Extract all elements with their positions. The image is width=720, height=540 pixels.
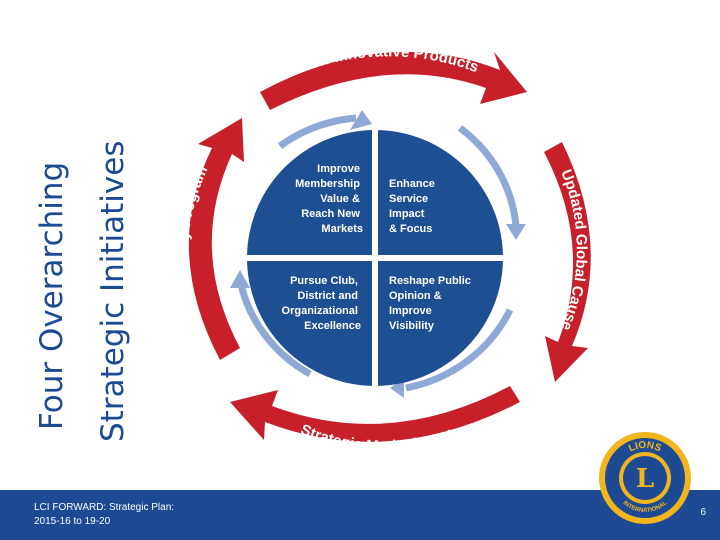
quadrant-circle xyxy=(247,130,503,386)
arrow-top xyxy=(260,51,527,110)
footer-text: LCI FORWARD: Strategic Plan: 2015-16 to … xyxy=(34,501,234,529)
cycle-diagram: Improve Membership Value & Reach New Mar… xyxy=(175,43,591,455)
arrow-left xyxy=(188,118,244,360)
ring-arrow-right xyxy=(457,125,520,227)
ring-arrow-left xyxy=(236,279,312,378)
logo-text-top: LIONS xyxy=(627,440,663,455)
title-line-1: Four Overarching xyxy=(34,162,70,430)
slide-title: Four Overarching Strategic Initiatives xyxy=(34,141,131,443)
ring-arrow-bottom xyxy=(405,308,514,392)
arrow-right xyxy=(544,142,591,382)
page-number: 6 xyxy=(700,507,706,518)
logo-letter: L xyxy=(636,464,654,494)
lions-logo: L LIONS INTERNATIONAL xyxy=(599,432,691,524)
title-line-2: Strategic Initiatives xyxy=(95,141,131,443)
quadrant-top-left: Improve Membership Value & Reach New Mar… xyxy=(295,163,363,235)
quadrant-top-right: Enhance Service Impact & Focus xyxy=(389,178,438,235)
blue-ring-arrows xyxy=(230,110,526,398)
quadrant-bottom-right: Reshape Public Opinion & Improve Visibil… xyxy=(389,275,474,332)
arrow-bottom xyxy=(230,386,520,442)
quadrant-bottom-left: Pursue Club, District and Organizational… xyxy=(282,275,361,332)
red-cycle-arrows xyxy=(188,51,591,442)
footer-bar xyxy=(0,490,720,540)
footer-line-2: 2015-16 to 19-20 xyxy=(34,516,111,527)
footer-line-1: LCI FORWARD: Strategic Plan: xyxy=(34,502,175,513)
ring-arrow-top xyxy=(277,114,357,149)
